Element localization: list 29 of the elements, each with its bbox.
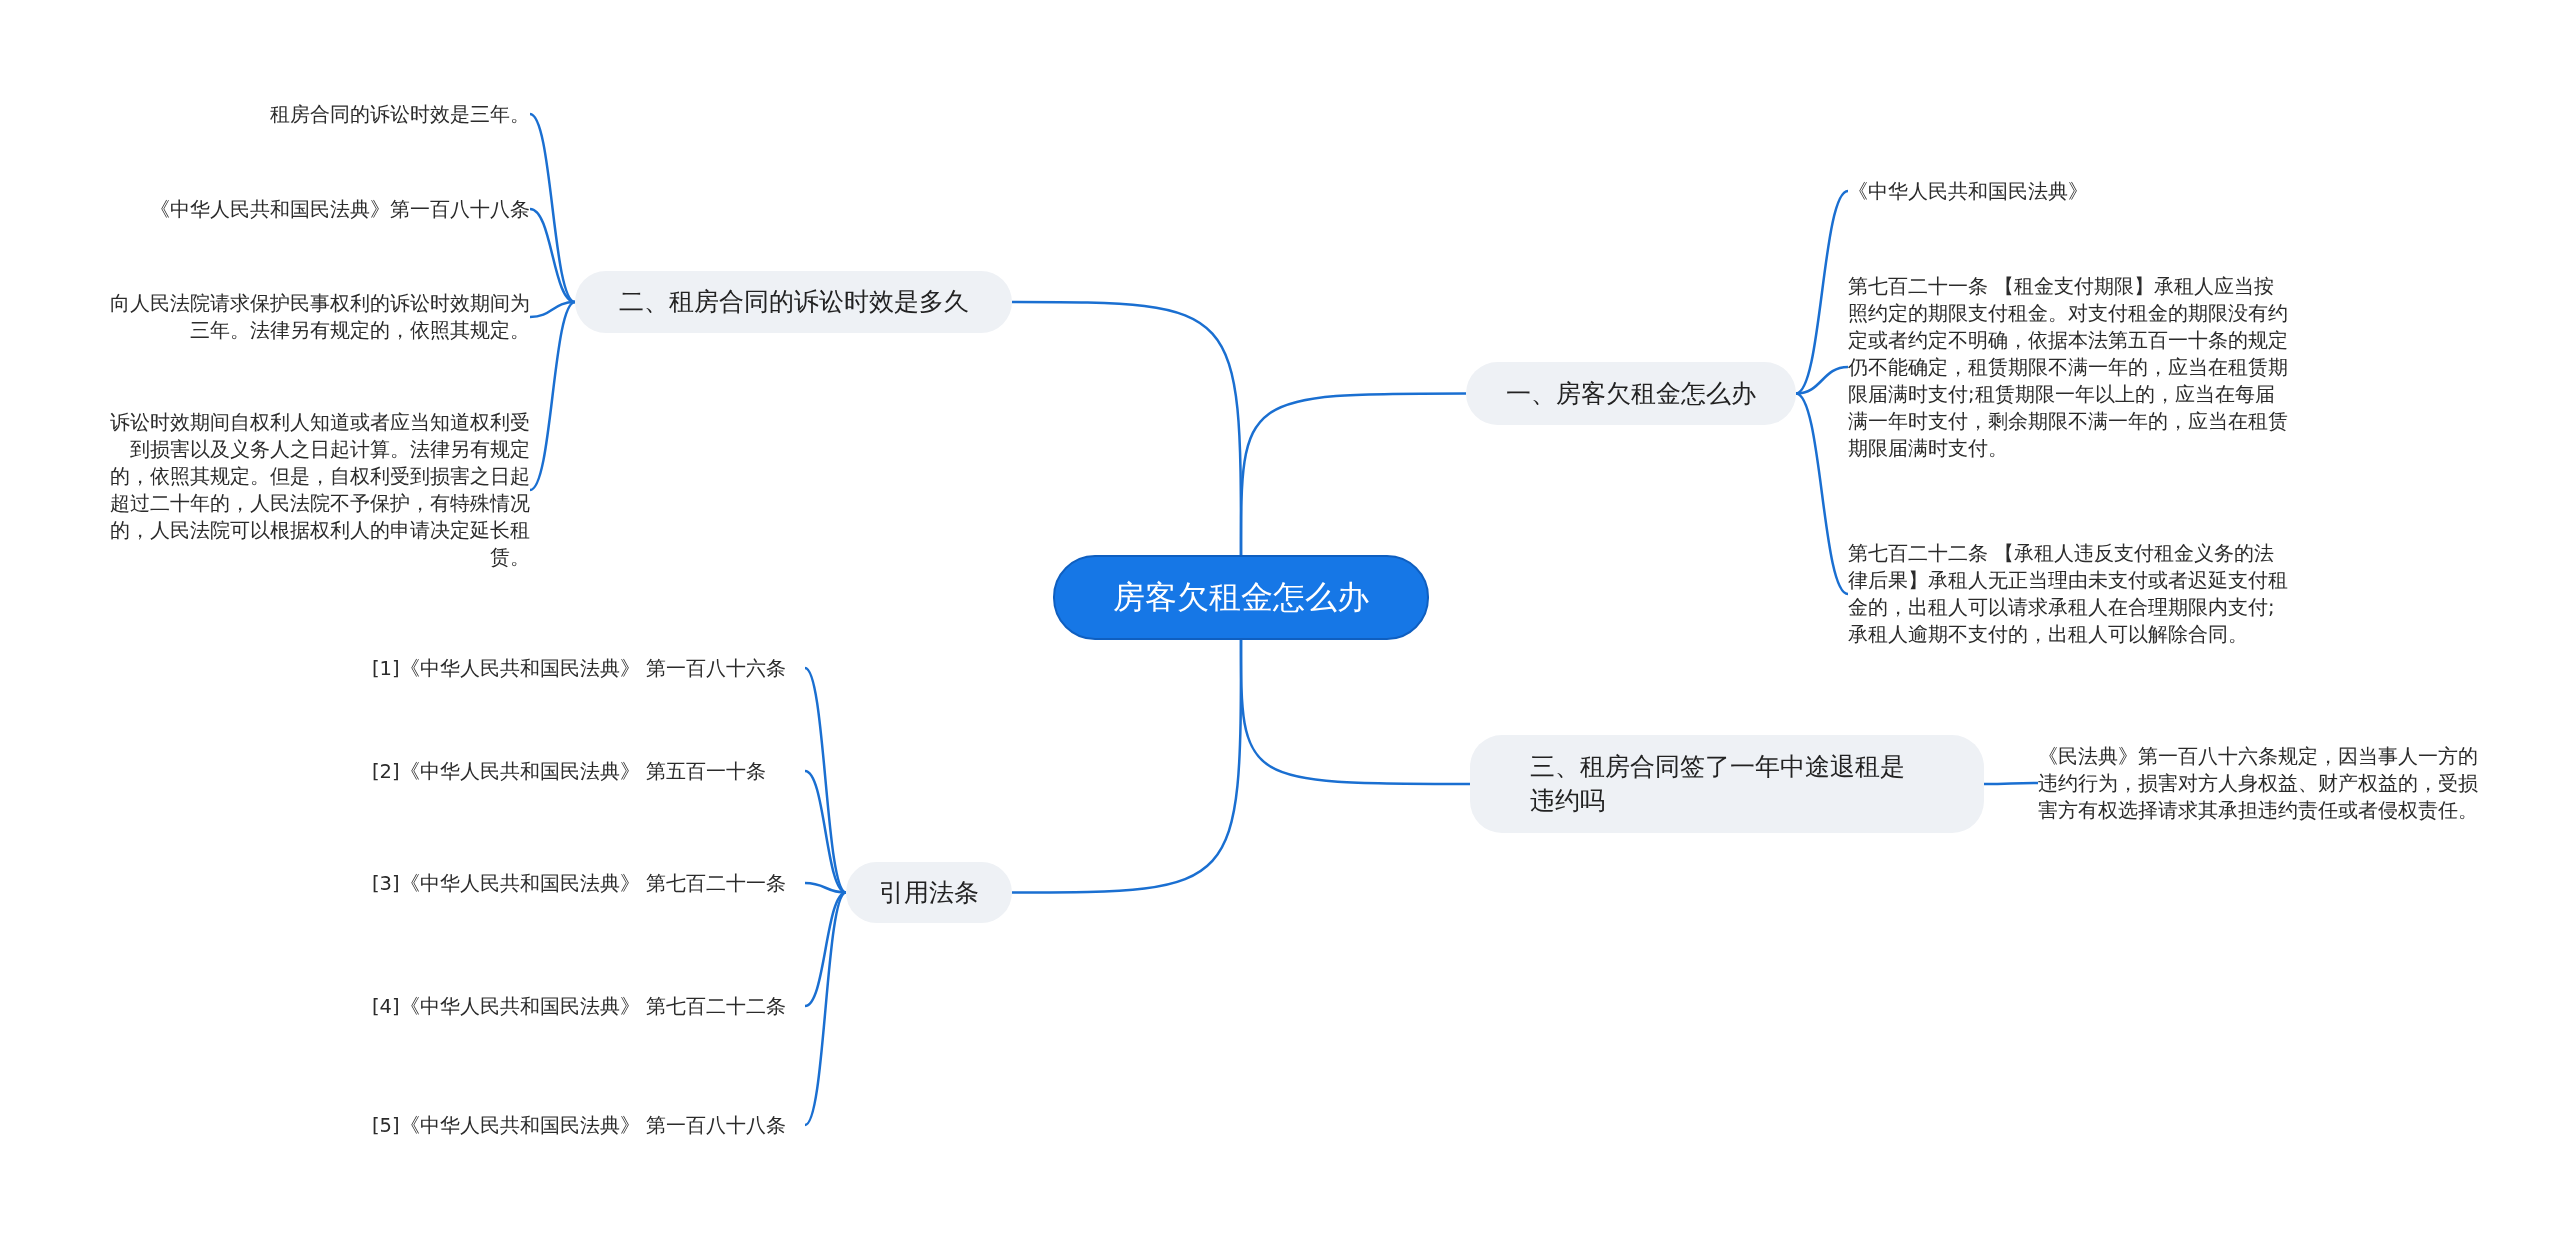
connector-line bbox=[1795, 392, 1849, 596]
note-text: 诉讼时效期间自权利人知道或者应当知道权利受到损害以及义务人之日起计算。法律另有规定的，依照其规定。但是，自权利受到损害之日起超过二十年的，人民法院不予保护，有特殊情况的，人民法院可以根据权利人的申请决定延长租赁。 bbox=[98, 409, 530, 571]
connector-line bbox=[1012, 640, 1243, 894]
note-text: 《中华人民共和国民法典》 bbox=[1848, 177, 2288, 205]
connector-line bbox=[804, 769, 847, 894]
connector-line bbox=[1012, 300, 1243, 555]
topic-text: 三、租房合同签了一年中途退租是违约吗 bbox=[1530, 751, 1906, 817]
note-text: 第七百二十一条 【租金支付期限】承租人应当按照约定的期限支付租金。对支付租金的期限没有约定或者约定不明确，依据本法第五百一十条的规定仍不能确定，租赁期限不满一年的，应当在租赁期限届满时支付;租赁期限一年以上的，应当在每届满一年时支付，剩余期限不满一年的，应当在租赁期限届满时支付。 bbox=[1848, 272, 2288, 462]
note-text: [1]《中华人民共和国民法典》 第一百八十六条 bbox=[372, 654, 805, 682]
topic-text: 一、房客欠租金怎么办 bbox=[1506, 377, 1756, 410]
topic-text: 引用法条 bbox=[879, 876, 979, 909]
note-text: 《中华人民共和国民法典》第一百八十八条 bbox=[80, 195, 530, 223]
topic-text: 二、租房合同的诉讼时效是多久 bbox=[618, 286, 969, 319]
note-text: [4]《中华人民共和国民法典》 第七百二十二条 bbox=[372, 992, 805, 1020]
note-text: [2]《中华人民共和国民法典》 第五百一十条 bbox=[372, 757, 805, 785]
note-text: 第七百二十二条 【承租人违反支付租金义务的法律后果】承租人无正当理由未支付或者迟延支付租金的，出租人可以请求承租人在合理期限内支付;承租人逾期不支付的，出租人可以解除合同。 bbox=[1848, 540, 2288, 648]
note-text: 向人民法院请求保护民事权利的诉讼时效期间为三年。法律另有规定的，依照其规定。 bbox=[98, 290, 530, 344]
connector-line bbox=[1795, 189, 1849, 395]
connector-line bbox=[529, 301, 576, 491]
note-text: [3]《中华人民共和国民法典》 第七百二十一条 bbox=[372, 869, 805, 897]
connector-line bbox=[529, 207, 576, 304]
note-text: [5]《中华人民共和国民法典》 第一百八十八条 bbox=[372, 1111, 805, 1139]
note-text: 租房合同的诉讼时效是三年。 bbox=[80, 100, 530, 128]
connector-line bbox=[804, 891, 847, 1008]
connector-line bbox=[1984, 781, 2038, 786]
note-text: 《民法典》第一百八十六条规定，因当事人一方的违约行为，损害对方人身权益、财产权益的，受损害方有权选择请求其承担违约责任或者侵权责任。 bbox=[2038, 742, 2478, 824]
branch-topic bbox=[1470, 735, 1984, 833]
connector-line bbox=[804, 891, 847, 1126]
topic-text: 房客欠租金怎么办 bbox=[1113, 576, 1369, 618]
